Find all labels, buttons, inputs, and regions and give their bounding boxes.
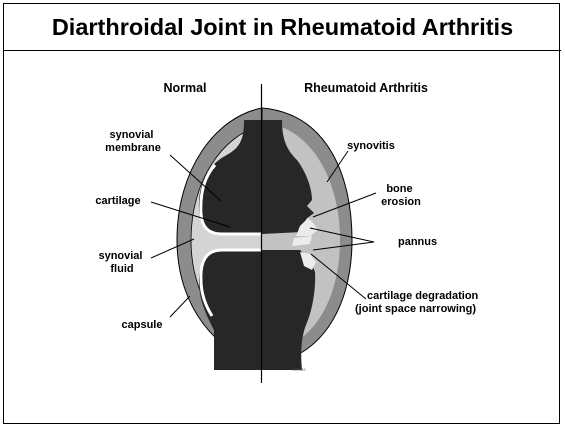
normal-joint bbox=[177, 108, 262, 370]
rheumatoid-joint bbox=[262, 108, 352, 370]
figure-code: DR789 bbox=[293, 367, 306, 372]
label-synovial-fluid: synovial fluid bbox=[98, 250, 145, 275]
lower-bone-ra bbox=[262, 250, 315, 370]
label-cartilage: cartilage bbox=[95, 195, 140, 207]
label-synovitis: synovitis bbox=[347, 140, 395, 152]
label-cartilage-degradation: cartilage degradation (joint space narro… bbox=[355, 290, 481, 315]
label-bone-erosion: bone erosion bbox=[381, 183, 421, 208]
label-capsule: capsule bbox=[122, 319, 163, 331]
header-rheumatoid: Rheumatoid Arthritis bbox=[304, 81, 428, 95]
label-synovial-membrane: synovial membrane bbox=[105, 129, 161, 154]
header-normal: Normal bbox=[163, 81, 206, 95]
label-pannus: pannus bbox=[398, 236, 437, 248]
